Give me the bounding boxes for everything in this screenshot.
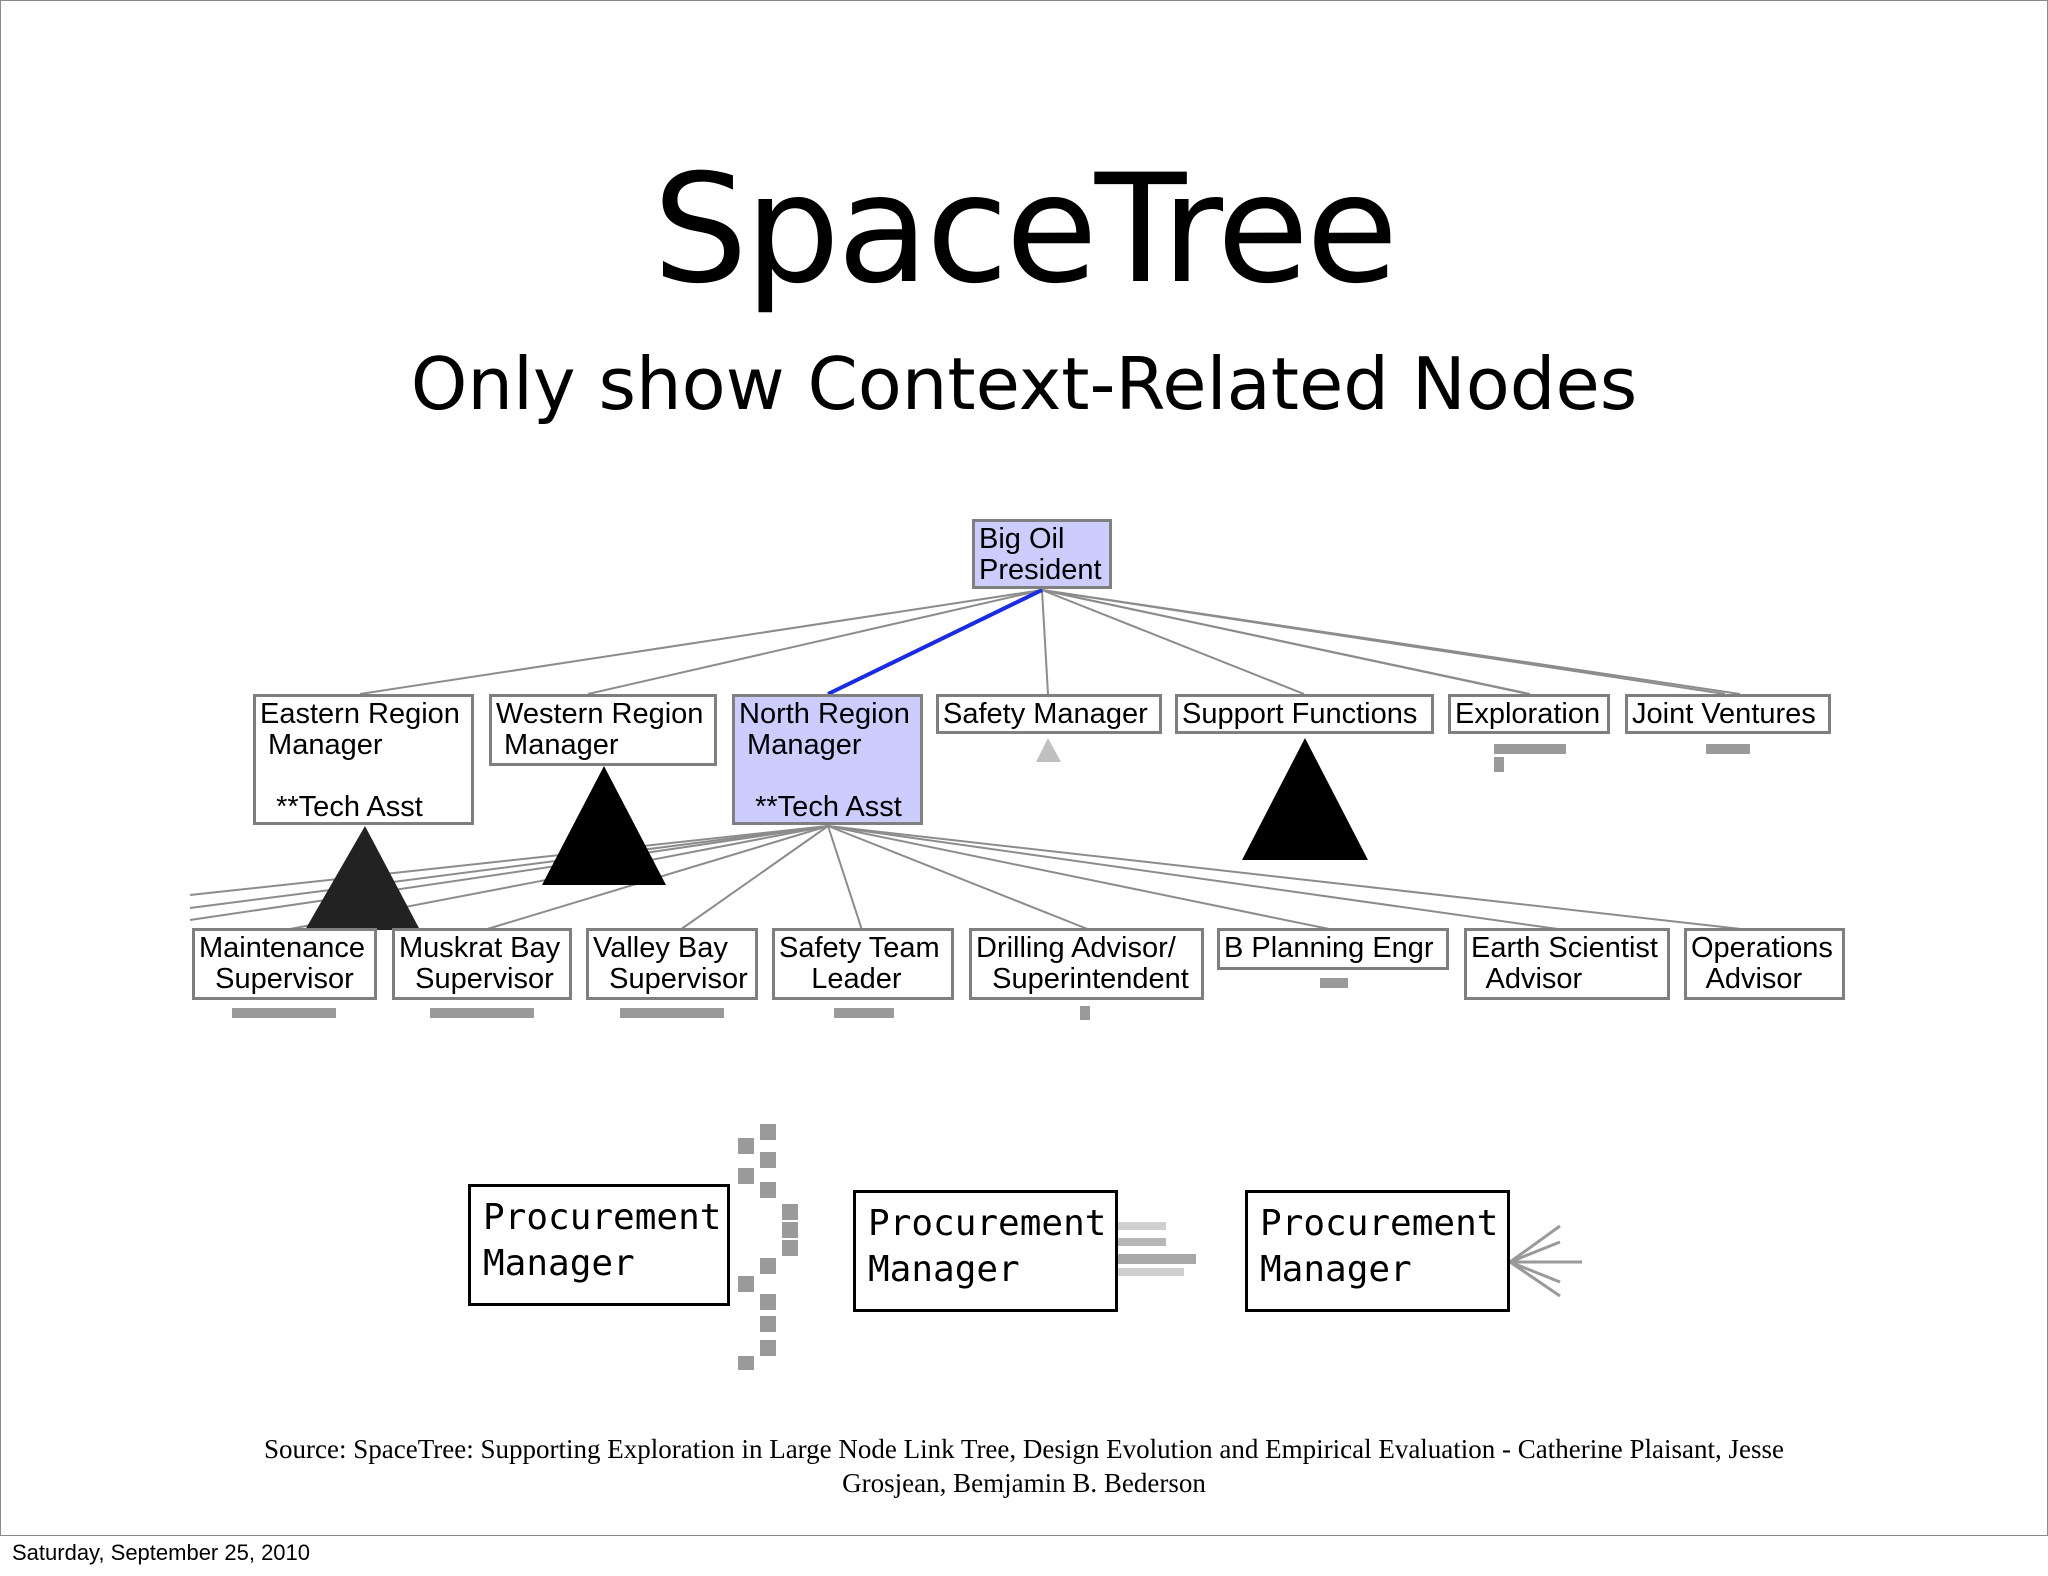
node-label: Supervisor xyxy=(593,963,748,995)
fan-preview-icon xyxy=(1509,1224,1582,1298)
tree-node-operations-advisor[interactable]: Operations Advisor xyxy=(1684,928,1845,1000)
tree-node-exploration[interactable]: Exploration xyxy=(1448,694,1610,734)
node-label: Exploration xyxy=(1455,698,1601,730)
small-subtree-triangle[interactable] xyxy=(1036,738,1061,762)
node-label: North Region xyxy=(739,698,910,730)
node-label: Safety Team xyxy=(779,932,940,964)
tree-node-safety-team-leader[interactable]: Safety Team Leader xyxy=(772,928,954,1000)
source-citation: Source: SpaceTree: Supporting Exploratio… xyxy=(140,1432,1908,1500)
node-label: **Tech Asst xyxy=(260,791,423,823)
node-label: Manager xyxy=(739,729,862,761)
tree-node-valley-bay-supervisor[interactable]: Valley Bay Supervisor xyxy=(586,928,758,1000)
tree-node-b-planning-engr[interactable]: B Planning Engr xyxy=(1217,928,1449,970)
tree-node-drilling-advisor[interactable]: Drilling Advisor/ Superintendent xyxy=(969,928,1204,1000)
node-label: Joint Ventures xyxy=(1632,698,1816,730)
node-label: Advisor xyxy=(1691,963,1803,995)
mini-subtree-icon xyxy=(1494,744,1750,772)
node-label: B Planning Engr xyxy=(1224,932,1434,964)
bar-preview-icon xyxy=(1118,1222,1196,1276)
tree-node-maintenance-supervisor[interactable]: Maintenance Supervisor xyxy=(192,928,377,1000)
node-label: Supervisor xyxy=(399,963,554,995)
stacked-boxes-preview-icon xyxy=(738,1124,798,1370)
node-label: Maintenance xyxy=(199,932,366,964)
focus-edge xyxy=(827,588,1043,696)
node-label: Manager xyxy=(260,729,383,761)
node-label: Leader xyxy=(779,963,902,995)
node-label: Superintendent xyxy=(976,963,1189,995)
preview-node-fan[interactable]: Procurement Manager xyxy=(1245,1190,1510,1312)
node-label: Support Functions xyxy=(1182,698,1418,730)
node-label: Supervisor xyxy=(199,963,354,995)
node-label: Operations xyxy=(1691,932,1833,964)
slide-subtitle: Only show Context-Related Nodes xyxy=(410,342,1638,426)
node-label: Safety Manager xyxy=(943,698,1148,730)
collapsed-subtree-triangle[interactable] xyxy=(305,826,420,930)
tree-node-north-region[interactable]: North Region Manager **Tech Asst xyxy=(732,694,923,825)
node-label: Western Region xyxy=(496,698,704,730)
node-label: Procurement xyxy=(483,1197,722,1238)
node-label: Manager xyxy=(496,729,619,761)
tree-node-support-functions[interactable]: Support Functions xyxy=(1175,694,1434,734)
preview-node-bars[interactable]: Procurement Manager xyxy=(853,1190,1118,1312)
node-label: Eastern Region xyxy=(260,698,460,730)
node-label: Earth Scientist xyxy=(1471,932,1658,964)
node-label: Drilling Advisor/ xyxy=(976,932,1176,964)
node-label: **Tech Asst xyxy=(739,791,902,823)
collapsed-subtree-triangle[interactable] xyxy=(1242,738,1368,860)
node-label: Procurement xyxy=(1260,1203,1499,1244)
node-label: Muskrat Bay xyxy=(399,932,561,964)
tree-node-joint-ventures[interactable]: Joint Ventures xyxy=(1625,694,1831,734)
tree-node-western-region[interactable]: Western Region Manager xyxy=(489,694,717,766)
source-line: Grosjean, Bemjamin B. Bederson xyxy=(842,1468,1206,1498)
node-label: Big Oil xyxy=(979,523,1065,555)
mini-subtree-icon xyxy=(232,978,1348,1020)
node-label: Manager xyxy=(868,1249,1020,1290)
tree-node-root[interactable]: Big Oil President xyxy=(972,519,1112,589)
node-label: Procurement xyxy=(868,1203,1107,1244)
slide-title: SpaceTree xyxy=(652,143,1399,317)
source-line: Source: SpaceTree: Supporting Exploratio… xyxy=(264,1434,1784,1464)
tree-node-earth-scientist-advisor[interactable]: Earth Scientist Advisor xyxy=(1464,928,1670,1000)
node-label: President xyxy=(979,554,1102,586)
node-label: Valley Bay xyxy=(593,932,728,964)
collapsed-subtree-triangle[interactable] xyxy=(542,766,666,885)
footer-date: Saturday, September 25, 2010 xyxy=(12,1540,311,1565)
node-label: Advisor xyxy=(1471,963,1583,995)
node-label: Manager xyxy=(483,1243,635,1284)
tree-node-muskrat-bay-supervisor[interactable]: Muskrat Bay Supervisor xyxy=(392,928,572,1000)
node-label: Manager xyxy=(1260,1249,1412,1290)
preview-node-stacked[interactable]: Procurement Manager xyxy=(468,1184,730,1306)
tree-node-safety-manager[interactable]: Safety Manager xyxy=(936,694,1162,734)
tree-node-eastern-region[interactable]: Eastern Region Manager **Tech Asst xyxy=(253,694,474,825)
